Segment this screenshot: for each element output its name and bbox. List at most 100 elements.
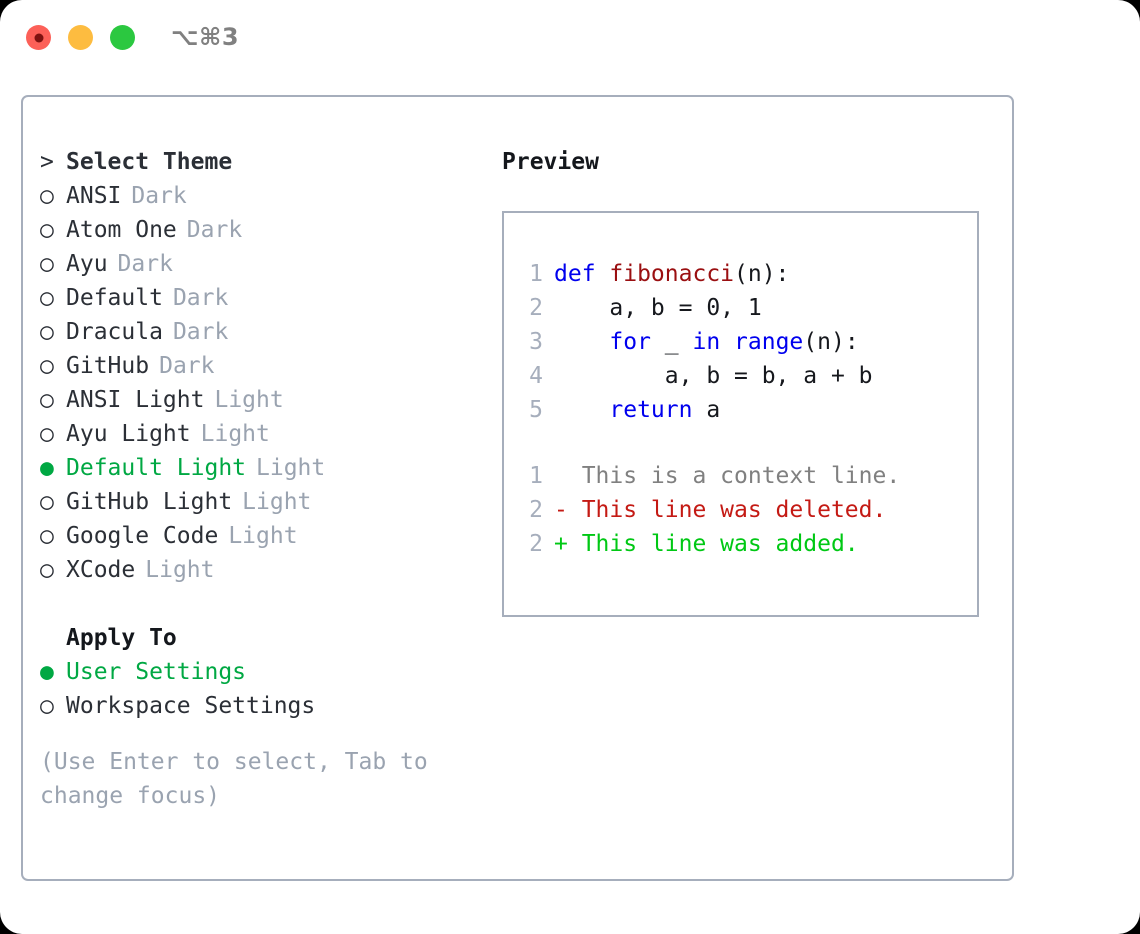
radio-unselected-icon: ○ (40, 693, 54, 719)
code-text: for _ in range(n): (554, 325, 858, 359)
token-kw: return (609, 397, 693, 423)
code-text: def fibonacci(n): (554, 257, 789, 291)
radio-unselected-icon: ○ (40, 217, 54, 243)
window-shortcut-label: ⌥⌘3 (171, 23, 240, 51)
radio-selected-icon: ● (40, 455, 54, 481)
code-line: 5 return a (504, 393, 977, 427)
radio-unselected-icon: ○ (40, 387, 54, 413)
radio-unselected-icon: ○ (40, 523, 54, 549)
line-number: 3 (529, 329, 543, 355)
line-number: 1 (529, 261, 543, 287)
theme-variant-badge: Light (228, 523, 298, 549)
diff-line-del: 2- This line was deleted. (504, 493, 977, 527)
theme-variant-badge: Dark (172, 285, 229, 311)
token-plain: (n): (734, 261, 790, 287)
token-plain: a, b = b, a + b (554, 363, 873, 389)
list-spacer (40, 587, 490, 621)
code-text: a, b = b, a + b (554, 359, 873, 393)
theme-variant-badge: Light (242, 489, 312, 515)
radio-unselected-icon: ○ (40, 421, 54, 447)
apply-to-marker-spacer: ○ (40, 621, 66, 655)
radio-unselected-icon: ○ (40, 557, 54, 583)
apply-to-option-1[interactable]: ○ Workspace Settings (40, 689, 490, 723)
code-text: return a (554, 393, 720, 427)
maximize-button[interactable] (110, 25, 135, 50)
radio-unselected-icon: ○ (40, 285, 54, 311)
line-number: 2 (529, 531, 543, 557)
radio-unselected-icon: ○ (40, 251, 54, 277)
theme-option-label: XCode (66, 557, 136, 583)
theme-variant-badge: Dark (159, 353, 215, 379)
apply-to-option-label: Workspace Settings (66, 693, 316, 719)
prompt-caret-icon: > (40, 149, 54, 175)
theme-variant-badge: Light (145, 557, 215, 583)
code-line: 1 def fibonacci(n): (504, 257, 977, 291)
theme-option-8[interactable]: ● Default Light Light (40, 451, 490, 485)
line-number: 2 (529, 497, 543, 523)
radio-unselected-icon: ○ (40, 489, 54, 515)
theme-variant-badge: Light (256, 455, 326, 481)
traffic-light-group (26, 25, 135, 50)
theme-option-label: Ayu (66, 251, 108, 277)
theme-option-10[interactable]: ○ Google Code Light (40, 519, 490, 553)
token-kw: for (609, 329, 651, 355)
code-diff-gap (504, 427, 977, 459)
theme-option-label: Google Code (66, 523, 219, 549)
diff-line-add: 2+ This line was added. (504, 527, 977, 561)
keyboard-hint: (Use Enter to select, Tab to change focu… (40, 749, 428, 809)
apply-to-option-label: User Settings (66, 659, 247, 685)
theme-variant-badge: Dark (117, 251, 173, 277)
theme-option-0[interactable]: ○ ANSI Dark (40, 179, 490, 213)
theme-option-2[interactable]: ○ Ayu Dark (40, 247, 490, 281)
theme-option-label: Atom One (66, 217, 177, 243)
theme-list-title: Select Theme (66, 149, 233, 175)
theme-option-7[interactable]: ○ Ayu Light Light (40, 417, 490, 451)
theme-option-label: GitHub (66, 353, 150, 379)
theme-variant-badge: Light (200, 421, 270, 447)
theme-option-5[interactable]: ○ GitHub Dark (40, 349, 490, 383)
token-plain: _ (650, 329, 693, 355)
apply-to-option-0[interactable]: ● User Settings (40, 655, 490, 689)
line-number: 2 (529, 295, 543, 321)
code-line: 4 a, b = b, a + b (504, 359, 977, 393)
theme-option-label: Ayu Light (66, 421, 191, 447)
line-number: 5 (529, 397, 543, 423)
code-line: 3 for _ in range(n): (504, 325, 977, 359)
theme-variant-badge: Dark (131, 183, 187, 209)
line-number: 1 (529, 463, 543, 489)
apply-to-header: ○ Apply To (40, 621, 490, 655)
token-plain (720, 329, 734, 355)
radio-unselected-icon: ○ (40, 183, 54, 209)
theme-option-9[interactable]: ○ GitHub Light Light (40, 485, 490, 519)
minimize-button[interactable] (68, 25, 93, 50)
diff-line-ctx: 1 This is a context line. (504, 459, 977, 493)
token-fn: fibonacci (609, 261, 735, 287)
code-text: a, b = 0, 1 (554, 291, 761, 325)
token-kw: range (734, 329, 804, 355)
close-button[interactable] (26, 25, 51, 50)
radio-unselected-icon: ○ (40, 353, 54, 379)
line-number: 4 (529, 363, 543, 389)
token-plain (554, 397, 609, 423)
token-plain (554, 329, 609, 355)
theme-option-label: Default Light (66, 455, 247, 481)
theme-option-label: Dracula (66, 319, 163, 345)
diff-text: This is a context line. (554, 463, 901, 489)
theme-option-label: ANSI (66, 183, 122, 209)
radio-selected-icon: ● (40, 659, 54, 685)
diff-sample: 1 This is a context line.2- This line wa… (504, 459, 977, 561)
theme-option-label: GitHub Light (66, 489, 233, 515)
theme-variant-badge: Light (214, 387, 284, 413)
theme-list-header: > Select Theme (40, 145, 490, 179)
theme-option-11[interactable]: ○ XCode Light (40, 553, 490, 587)
radio-unselected-icon: ○ (40, 319, 54, 345)
